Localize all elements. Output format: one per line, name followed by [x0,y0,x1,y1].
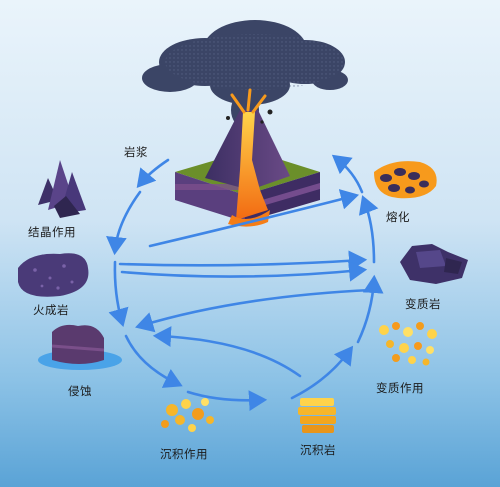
label-erosion: 侵蚀 [68,384,92,398]
metamorphism-illustration [379,322,437,366]
cycle-arrows [106,154,384,412]
sediment-illustration [161,398,214,432]
erosion-rock-illustration [38,324,122,370]
volcano [175,88,320,227]
label-sedimentation: 沉积作用 [160,447,208,461]
melting-rock-illustration [374,161,437,199]
metamorphic-rock-illustration [400,244,468,284]
label-metamorphism: 变质作用 [376,381,424,395]
igneous-rock-illustration [18,253,89,297]
label-melting: 熔化 [386,210,410,224]
label-igneous-rock: 火成岩 [33,303,69,317]
label-metamorphic-rock: 变质岩 [405,297,441,311]
label-sedimentary-rock: 沉积岩 [300,443,336,457]
label-crystallization: 结晶作用 [28,225,76,239]
label-magma: 岩浆 [124,145,148,159]
crystals-illustration [38,160,86,218]
sedimentary-rock-illustration [298,398,336,433]
